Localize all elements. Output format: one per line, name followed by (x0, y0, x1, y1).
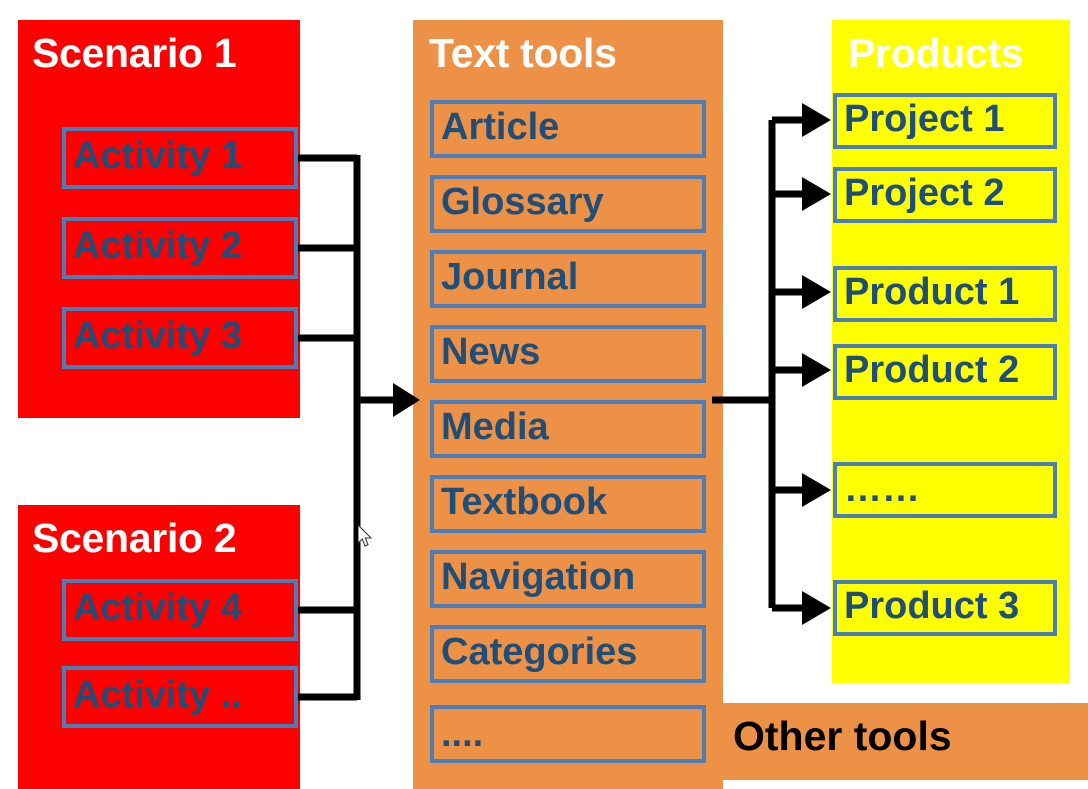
arrow-to-product-1 (802, 275, 831, 309)
node-label: Product 3 (844, 585, 1020, 627)
node-product-ellipsis[interactable]: …… (833, 462, 1057, 518)
node-tool-categories[interactable]: Categories (430, 625, 706, 683)
scenario-1-title: Scenario 1 (32, 30, 237, 76)
node-tool-article[interactable]: Article (430, 100, 706, 158)
node-label: Product 2 (844, 349, 1020, 391)
node-product-3[interactable]: Product 3 (833, 580, 1057, 636)
scenario-2-panel (18, 505, 300, 789)
node-label: Journal (441, 256, 579, 298)
other-tools-band (723, 703, 1088, 780)
node-label: …… (844, 468, 920, 510)
arrow-to-product-3 (802, 591, 831, 625)
node-tool-ellipsis[interactable]: .... (430, 705, 706, 763)
node-label: Activity .. (73, 674, 242, 716)
node-label: Navigation (441, 556, 636, 598)
node-tool-glossary[interactable]: Glossary (430, 175, 706, 233)
arrow-to-project-2 (802, 177, 831, 211)
node-label: Activity 1 (73, 135, 242, 177)
node-label: Project 2 (844, 172, 1005, 214)
node-label: Activity 4 (73, 587, 242, 629)
other-tools-label: Other tools (733, 713, 952, 759)
scenario-2-title: Scenario 2 (32, 515, 237, 561)
node-label: Article (441, 106, 560, 148)
arrow-to-product-2 (802, 353, 831, 387)
node-project-1[interactable]: Project 1 (833, 93, 1057, 149)
node-product-2[interactable]: Product 2 (833, 344, 1057, 400)
arrow-to-project-1 (802, 103, 831, 137)
node-tool-journal[interactable]: Journal (430, 250, 706, 308)
node-label: Categories (441, 631, 638, 673)
node-label: .... (441, 713, 484, 755)
text-tools-title: Text tools (429, 30, 617, 76)
node-label: News (441, 331, 541, 373)
mouse-cursor-icon (358, 525, 373, 547)
node-tool-news[interactable]: News (430, 325, 706, 383)
products-title: Products (848, 30, 1024, 76)
node-tool-navigation[interactable]: Navigation (430, 550, 706, 608)
node-activity-3[interactable]: Activity 3 (62, 307, 298, 369)
node-activity-1[interactable]: Activity 1 (62, 127, 298, 189)
node-label: Activity 2 (73, 225, 242, 267)
node-label: Activity 3 (73, 315, 242, 357)
node-label: Media (441, 406, 549, 448)
node-activity-ellipsis[interactable]: Activity .. (62, 666, 298, 728)
node-activity-2[interactable]: Activity 2 (62, 217, 298, 279)
node-tool-textbook[interactable]: Textbook (430, 475, 706, 533)
arrow-to-ellipsis-product (802, 473, 831, 507)
node-product-1[interactable]: Product 1 (833, 266, 1057, 322)
node-project-2[interactable]: Project 2 (833, 167, 1057, 223)
node-label: Glossary (441, 181, 604, 223)
node-label: Project 1 (844, 98, 1005, 140)
node-activity-4[interactable]: Activity 4 (62, 579, 298, 641)
node-label: Product 1 (844, 271, 1020, 313)
node-tool-media[interactable]: Media (430, 400, 706, 458)
node-label: Textbook (441, 481, 608, 523)
